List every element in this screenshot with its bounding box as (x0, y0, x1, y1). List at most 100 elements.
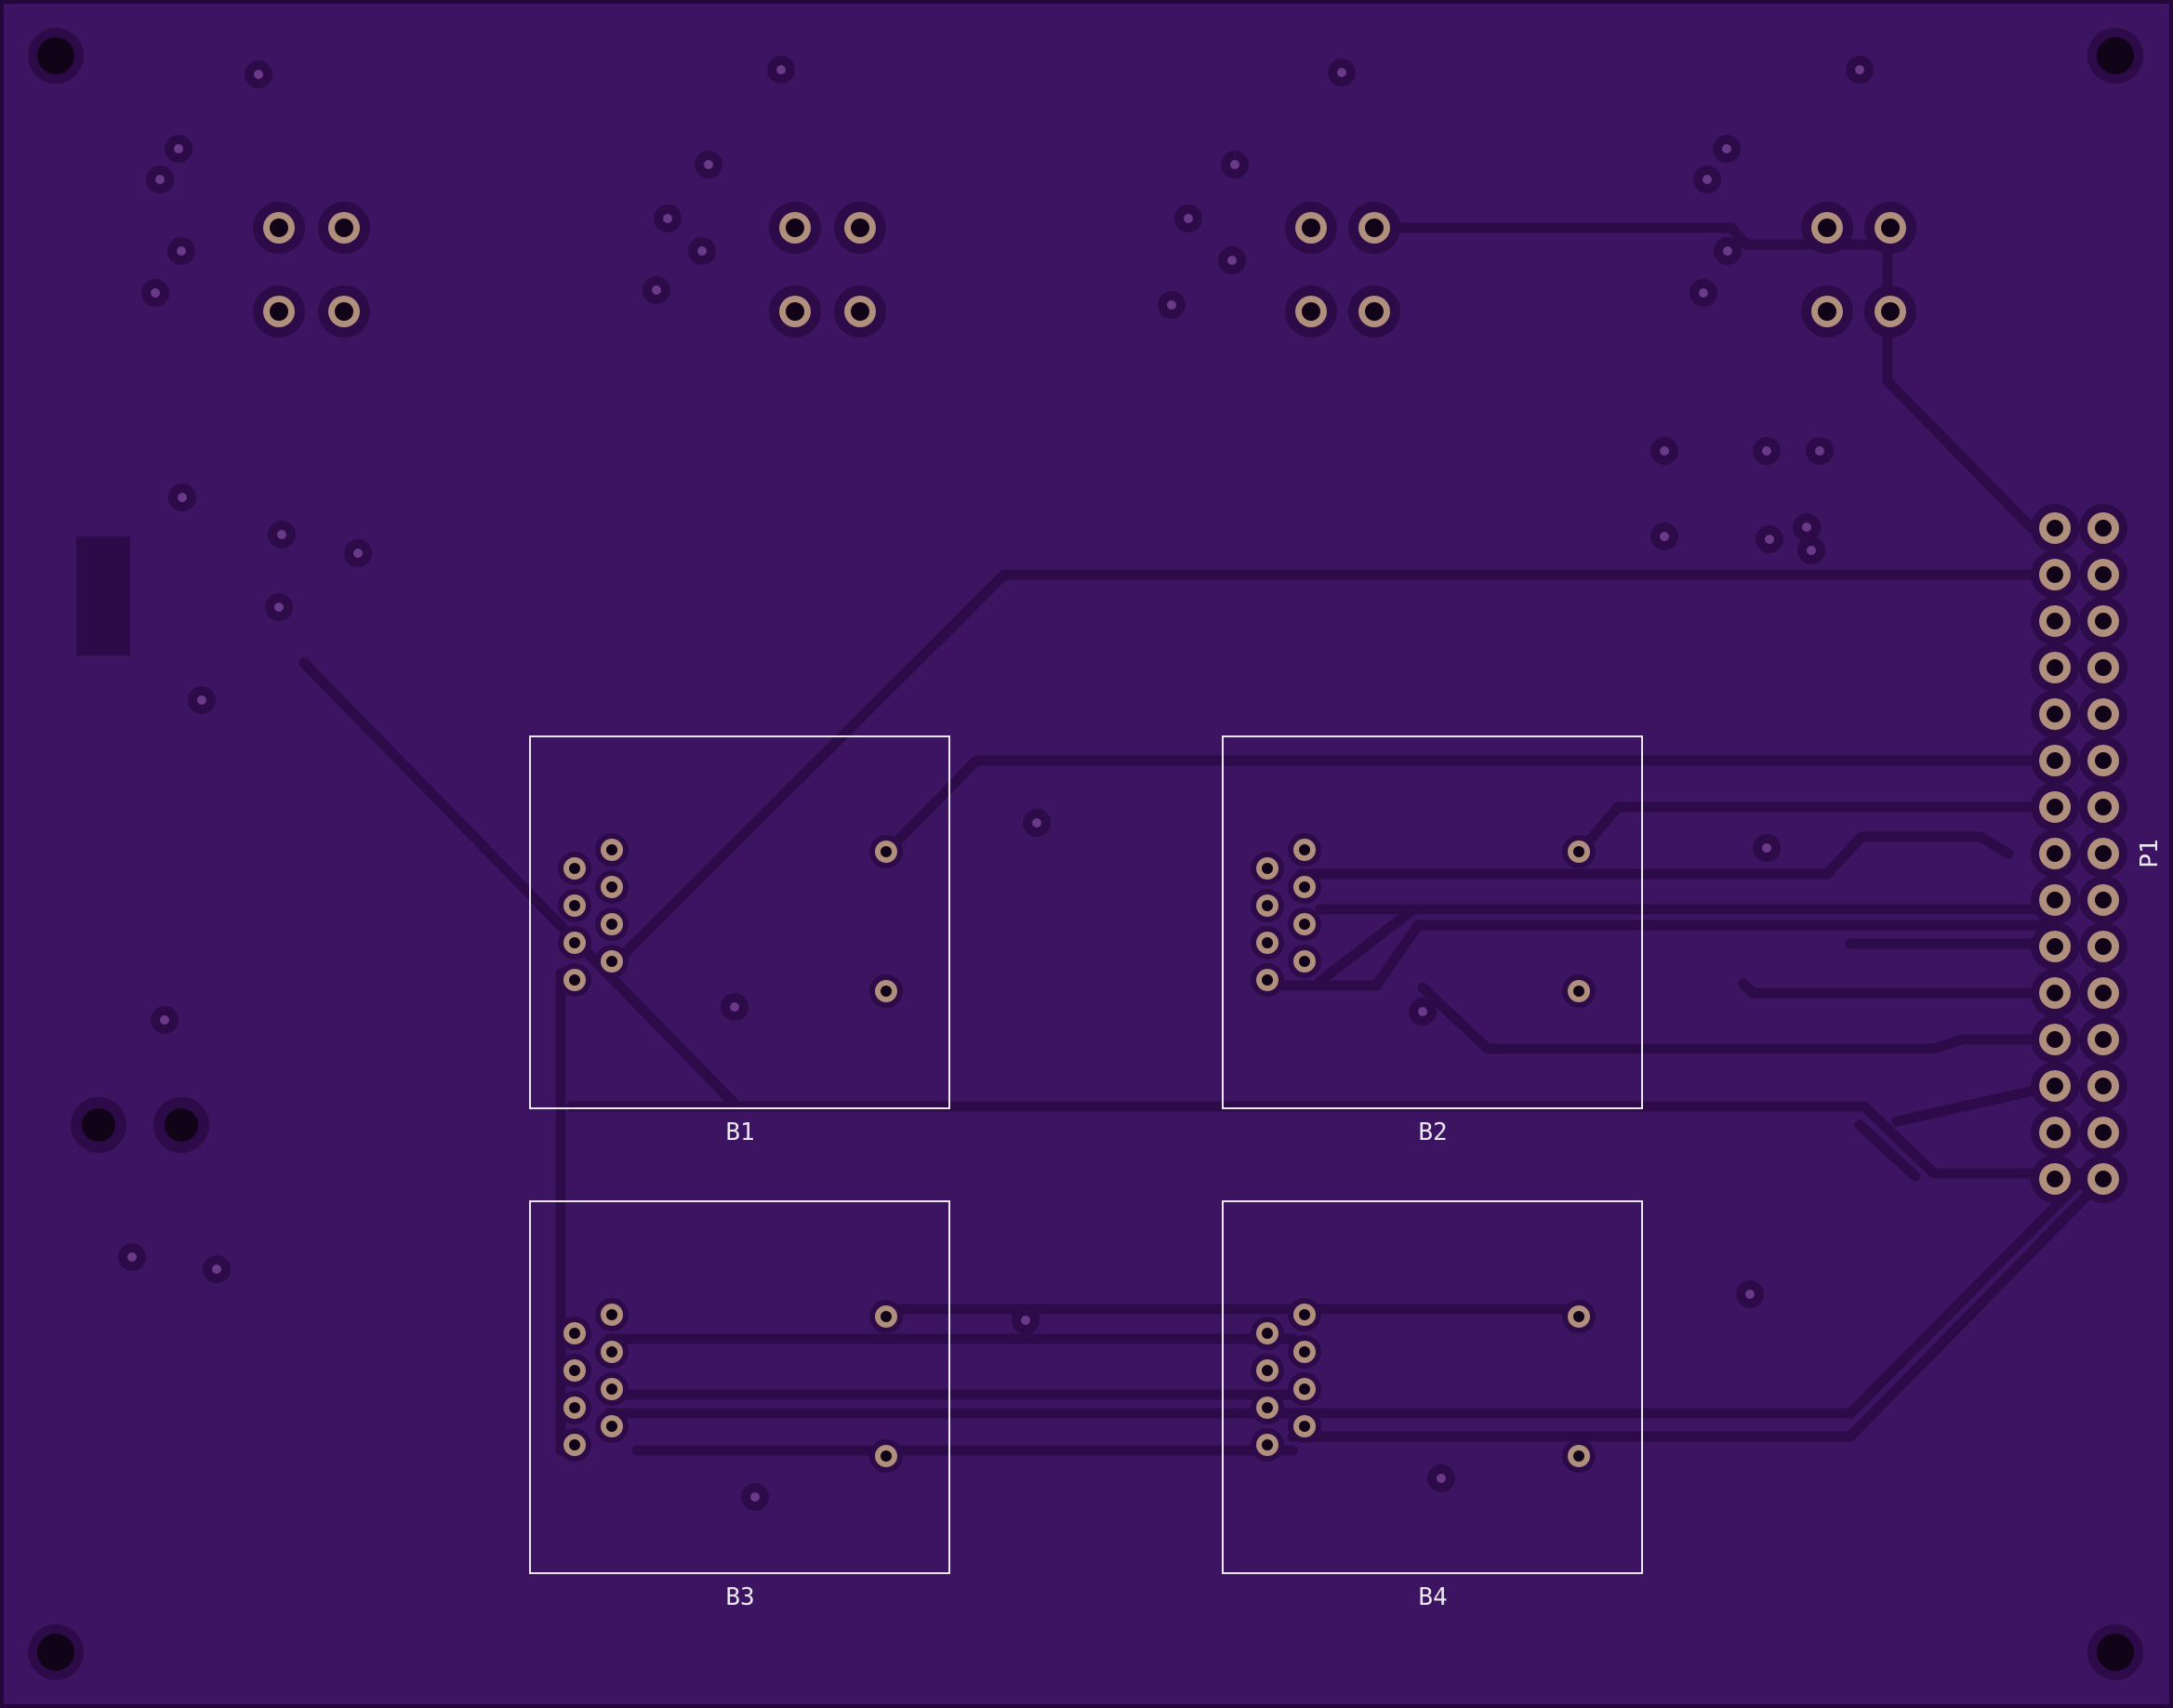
module-pin-drill (881, 1450, 892, 1462)
p1-pin-drill (2095, 892, 2112, 908)
through-hole-pads (253, 202, 2127, 1473)
via (1807, 546, 1816, 555)
p1-pin-drill (2047, 706, 2063, 722)
via (1802, 523, 1811, 532)
p1-pin-drill (2095, 1171, 2112, 1187)
via (1660, 446, 1669, 456)
via (1815, 446, 1824, 456)
module-pin-drill (606, 844, 617, 855)
switch-pad-drill (335, 302, 353, 321)
switch-pad-drill (1881, 218, 1900, 237)
p1-pin-drill (2095, 799, 2112, 815)
switch-pad-drill (1881, 302, 1900, 321)
p1-pin-drill (2095, 752, 2112, 769)
via (1745, 1290, 1755, 1299)
vias (118, 56, 1874, 1511)
mounting-hole (37, 1634, 74, 1671)
via (663, 214, 672, 223)
via (1855, 65, 1864, 74)
via (776, 65, 786, 74)
module-pin-drill (606, 1421, 617, 1432)
module-pin-drill (606, 919, 617, 930)
module-pin-drill (1573, 1450, 1584, 1462)
via (1227, 256, 1237, 265)
p1-pin-drill (2095, 520, 2112, 536)
p1-pin-drill (2047, 1031, 2063, 1048)
p1-pin-drill (2047, 752, 2063, 769)
via (254, 70, 263, 79)
module-pin-drill (1262, 974, 1273, 986)
p1-pin-drill (2047, 938, 2063, 955)
p1-pin-drill (2047, 520, 2063, 536)
mounting-hole (2097, 37, 2134, 74)
module-pin-drill (569, 863, 580, 874)
p1-pin-drill (2095, 566, 2112, 583)
via (127, 1252, 137, 1262)
p1-pin-drill (2047, 1124, 2063, 1141)
p1-pin-drill (2095, 613, 2112, 629)
connector-p1[interactable]: P1 (2136, 839, 2164, 867)
via (1184, 214, 1193, 223)
via (1437, 1474, 1446, 1483)
via (277, 530, 286, 539)
switch-pad-drill (1818, 218, 1836, 237)
module-pin-drill (1573, 986, 1584, 997)
module-pin-drill (1262, 1365, 1273, 1376)
module-pin-drill (881, 1311, 892, 1322)
via (730, 1002, 739, 1012)
module-b1[interactable]: B1 (529, 735, 950, 1146)
module-b4[interactable]: B4 (1222, 1200, 1643, 1611)
p1-pin-drill (2047, 566, 2063, 583)
via (1703, 175, 1712, 184)
via (151, 288, 160, 298)
p1-pin-drill (2095, 706, 2112, 722)
module-b2[interactable]: B2 (1222, 735, 1643, 1146)
module-pin-drill (1573, 846, 1584, 857)
mounting-hole (37, 37, 74, 74)
module-pin-drill (606, 956, 617, 967)
p1-pin-drill (2095, 659, 2112, 676)
module-pin-drill (1299, 844, 1310, 855)
via (1230, 160, 1239, 169)
via (697, 246, 707, 256)
via (1762, 843, 1771, 853)
via (197, 695, 206, 705)
module-b2-outline (1222, 735, 1643, 1109)
via (1765, 535, 1774, 544)
module-b1-outline (529, 735, 950, 1109)
module-pin-drill (606, 1346, 617, 1357)
module-pin-drill (606, 881, 617, 893)
switch-pad-drill (786, 302, 804, 321)
module-pin-drill (1573, 1311, 1584, 1322)
module-pin-drill (606, 1309, 617, 1320)
module-pin-drill (1262, 937, 1273, 948)
p1-pin-drill (2095, 1031, 2112, 1048)
via (353, 549, 363, 558)
module-b3[interactable]: B3 (529, 1200, 950, 1611)
via (1337, 68, 1346, 77)
module-pin-drill (1299, 1421, 1310, 1432)
p1-pin-drill (2047, 799, 2063, 815)
p1-pin-drill (2047, 613, 2063, 629)
switch-pad-drill (335, 218, 353, 237)
module-pin-drill (569, 1328, 580, 1339)
module-pin-drill (1299, 1384, 1310, 1395)
module-b1-label: B1 (725, 1119, 754, 1146)
module-pin-drill (1299, 956, 1310, 967)
module-pin-drill (569, 1402, 580, 1413)
module-pin-drill (606, 1384, 617, 1395)
switch-pad-drill (786, 218, 804, 237)
copper-traces (298, 222, 2109, 1456)
via (177, 246, 186, 256)
p1-pin-drill (2047, 845, 2063, 862)
via (160, 1015, 169, 1025)
via (155, 175, 165, 184)
power-jack-hole (165, 1108, 198, 1142)
mounting-hole (2097, 1634, 2134, 1671)
p1-pin-drill (2095, 1078, 2112, 1094)
module-pin-drill (1262, 863, 1273, 874)
switch-pad-drill (851, 218, 869, 237)
p1-pin-drill (2047, 892, 2063, 908)
module-pin-drill (569, 974, 580, 986)
